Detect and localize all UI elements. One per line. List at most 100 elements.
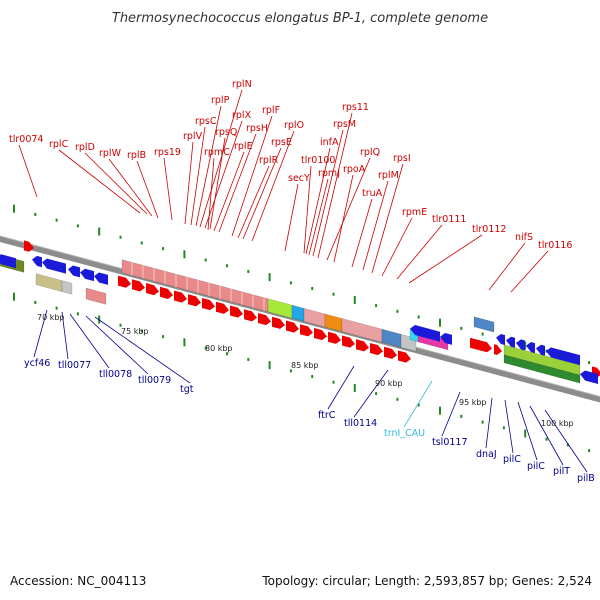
gene-label-rplM: rplM <box>378 170 399 181</box>
leader-line <box>327 365 355 410</box>
forward-gene-arrow <box>174 290 187 303</box>
leader-line <box>231 115 273 237</box>
leader-line <box>312 129 344 257</box>
forward-gene-arrow <box>188 294 201 307</box>
leader-line <box>284 183 299 252</box>
genome-title: Thermosynechococcus elongatus BP-1, comp… <box>111 11 489 26</box>
leader-line <box>218 133 257 233</box>
leader-line <box>195 105 222 227</box>
gene-label-rpsQ: rpsQ <box>215 127 237 138</box>
kbp-label: 80 kbp <box>205 344 233 353</box>
leader-line <box>184 141 194 225</box>
gene-label-rplR: rplR <box>259 155 279 166</box>
leader-line <box>84 152 148 215</box>
leader-line <box>199 89 243 228</box>
gene-label-tll0114: tll0114 <box>344 418 377 429</box>
leader-line <box>204 120 243 229</box>
gene-label-rplQ: rplQ <box>360 147 380 158</box>
gene-label-rplE: rplE <box>234 141 253 152</box>
kbp-label: 90 kbp <box>375 379 403 388</box>
leader-line <box>510 250 549 293</box>
gene-label-tsl0117: tsl0117 <box>432 437 468 448</box>
leader-line <box>209 137 226 230</box>
gene-label-pilC: pilC <box>527 461 545 472</box>
reverse-gene-arrow <box>32 255 42 268</box>
forward-gene-arrow <box>470 337 492 353</box>
kbp-label: 95 kbp <box>459 398 487 407</box>
forward-gene-arrow <box>216 301 229 314</box>
leader-line <box>33 309 48 358</box>
gene-label-trnI_CAU: trnI_CAU <box>384 428 425 439</box>
gene-label-rplO: rplO <box>284 120 304 131</box>
forward-gene-arrow <box>118 275 131 288</box>
leader-line <box>317 112 353 259</box>
gene-label-dnaJ: dnaJ <box>476 449 497 460</box>
ticks-layer <box>13 204 591 453</box>
leader-line <box>351 198 373 268</box>
reverse-gene-arrow <box>68 265 80 278</box>
gene-label-rplN: rplN <box>232 79 252 90</box>
gene-label-ftrC: ftrC <box>318 410 336 421</box>
gene-label-tgt: tgt <box>180 384 194 395</box>
gene-block <box>61 280 73 295</box>
leader-line <box>242 147 282 240</box>
gene-label-rpsM: rpsM <box>333 119 356 130</box>
forward-gene-arrow <box>24 240 34 252</box>
gene-label-pilB: pilB <box>577 473 595 484</box>
reverse-gene-arrow <box>42 258 66 274</box>
gene-label-rpsH: rpsH <box>246 123 268 134</box>
leader-line <box>61 311 69 360</box>
leader-line <box>58 149 141 214</box>
gene-label-rpmC: rpmC <box>204 147 230 158</box>
leader-line <box>251 130 295 242</box>
leader-line <box>190 126 206 226</box>
genome-summary-text: Topology: circular; Length: 2,593,857 bp… <box>262 574 592 588</box>
gene-label-rplD: rplD <box>75 142 95 153</box>
leader-line <box>529 405 564 466</box>
forward-gene-arrow <box>384 346 397 359</box>
gene-label-tlr0116: tlr0116 <box>538 240 572 251</box>
leader-line <box>85 315 149 375</box>
gene-label-secY: secY <box>288 173 310 184</box>
gene-block <box>503 354 581 384</box>
leader-line <box>326 157 371 261</box>
leader-line <box>381 217 413 277</box>
leader-line <box>504 399 514 454</box>
reverse-gene-arrow <box>410 325 440 342</box>
forward-gene-arrow <box>244 309 257 322</box>
gene-label-rplX: rplX <box>232 110 252 121</box>
leader-line <box>333 174 354 263</box>
forward-gene-arrow <box>230 305 243 318</box>
forward-gene-arrow <box>202 298 215 311</box>
leader-line <box>403 380 433 428</box>
gene-label-pilT: pilT <box>553 466 570 477</box>
gene-label-rplF: rplF <box>262 105 280 116</box>
gene-label-tll0078: tll0078 <box>99 369 132 380</box>
forward-gene-arrow <box>258 313 271 326</box>
reverse-gene-arrow <box>550 348 580 366</box>
gene-label-tll0077: tll0077 <box>58 360 91 371</box>
leader-line <box>163 157 173 221</box>
leader-line <box>308 178 329 256</box>
gene-label-rplC: rplC <box>49 139 69 150</box>
gene-label-nifS: nifS <box>515 232 533 243</box>
forward-gene-arrow <box>146 283 159 296</box>
forward-gene-arrow <box>160 286 173 299</box>
leader-line <box>18 144 38 198</box>
forward-gene-arrow <box>314 327 327 341</box>
kbp-label: 85 kbp <box>291 361 319 370</box>
gene-label-tlr0111: tlr0111 <box>432 214 466 225</box>
gene-block <box>85 287 107 305</box>
gene-label-rplW: rplW <box>99 148 122 159</box>
reverse-gene-arrow <box>94 272 108 285</box>
reverse-gene-arrow <box>496 334 505 346</box>
leader-line <box>441 391 461 437</box>
gene-label-rpsE: rpsE <box>271 137 292 148</box>
kbp-label: 70 kbp <box>37 313 65 322</box>
gene-label-tlr0100: tlr0100 <box>301 155 335 166</box>
leader-line <box>237 165 270 239</box>
features-layer <box>0 240 600 384</box>
gene-label-rpoA: rpoA <box>343 164 366 175</box>
kbp-label: 75 kbp <box>121 327 149 336</box>
